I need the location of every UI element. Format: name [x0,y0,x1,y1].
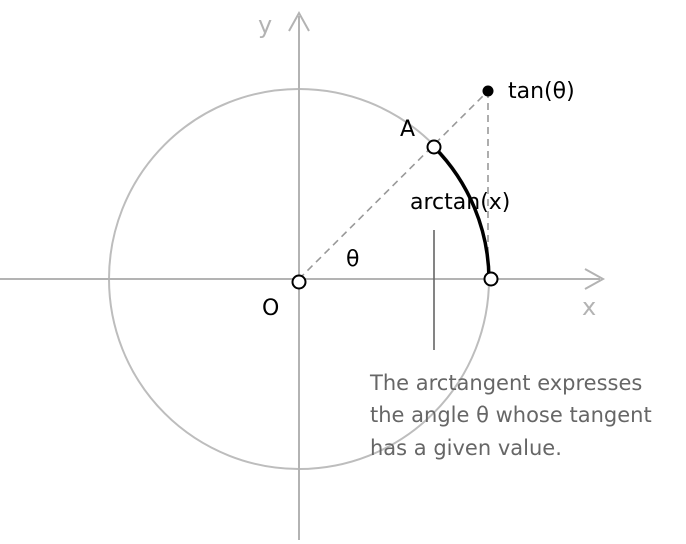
x-axis-label: x [582,293,596,321]
caption-line-3: has a given value. [370,436,562,460]
caption-line-1: The arctangent expresses [369,371,642,395]
radius-dashed-line [298,90,489,280]
caption-line-2: the angle θ whose tangent [370,403,652,427]
point-a-label: A [400,117,415,142]
x-axis-arrowhead [584,268,606,290]
theta-label: θ [346,247,359,272]
tan-point-label: tan(θ) [508,79,575,104]
point-a [426,139,442,155]
tan-point [482,85,494,97]
unit-point-x [483,271,499,287]
origin-label: O [262,296,279,321]
origin-point [291,274,307,290]
y-axis-label: y [258,11,272,39]
arctan-label: arctan(x) [410,190,510,215]
y-axis-arrowhead [288,10,310,32]
arctan-arc [432,145,491,280]
